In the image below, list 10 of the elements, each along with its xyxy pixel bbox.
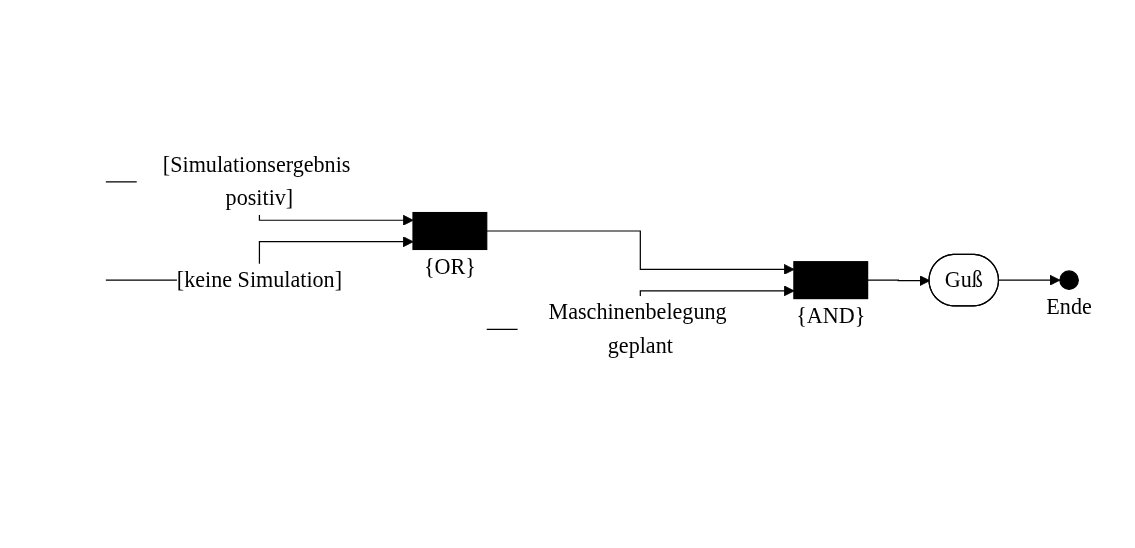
node-caption: {AND} xyxy=(796,303,866,329)
edge-label: Maschinenbelegung geplant xyxy=(548,299,727,358)
node-circle xyxy=(1059,270,1079,290)
node-bar xyxy=(793,261,869,300)
edge-label: [Simulationsergebnis positiv] xyxy=(162,152,351,211)
node-caption: {OR} xyxy=(423,254,476,279)
arrow xyxy=(998,274,1061,286)
edge-label: [keine Simulation] xyxy=(176,267,343,292)
node-bar xyxy=(412,211,488,251)
node-caption: Ende xyxy=(1046,293,1092,319)
